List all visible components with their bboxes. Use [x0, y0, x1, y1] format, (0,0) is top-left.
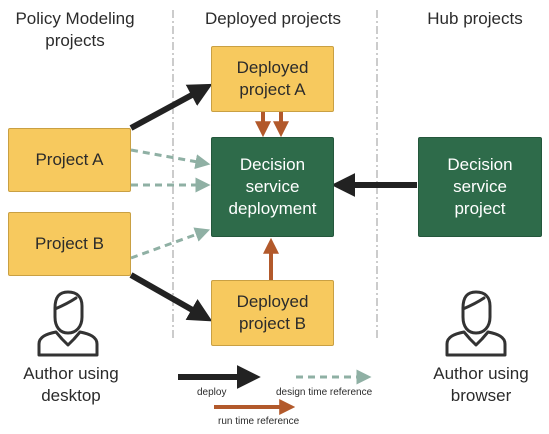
design-arrow-a-1	[130, 148, 211, 170]
author-browser-caption: Author using browser	[433, 364, 529, 405]
design-arrow-b	[130, 227, 211, 260]
person-icon-browser	[445, 290, 507, 357]
project-a-box: Project A	[8, 128, 131, 192]
deployed-project-a-box: Deployed project A	[211, 46, 334, 112]
decision-service-deployment-box: Decision service deployment	[211, 137, 334, 237]
column-title-policy-modeling: Policy Modeling projects	[15, 9, 135, 50]
project-a-label: Project A	[35, 150, 104, 169]
project-b-box: Project B	[8, 212, 131, 276]
legend-deploy-label: deploy	[197, 387, 227, 398]
person-icon-desktop	[37, 290, 99, 357]
column-title-deployed: Deployed projects	[204, 9, 342, 28]
legend-run-time-label: run time reference	[218, 416, 300, 427]
decision-service-deployment-label: Decision service deployment	[228, 155, 317, 218]
column-title-hub: Hub projects	[427, 9, 523, 28]
decision-service-project-box: Decision service project	[418, 137, 542, 237]
deployed-project-b-label: Deployed project B	[236, 292, 309, 333]
project-b-label: Project B	[35, 234, 104, 253]
author-desktop-caption: Author using desktop	[23, 364, 119, 405]
deploy-arrow-a	[129, 83, 213, 131]
deployed-project-a-label: Deployed project A	[236, 58, 309, 99]
deployed-project-b-box: Deployed project B	[211, 280, 334, 346]
deploy-arrow-b	[129, 272, 213, 322]
legend-design-time-label: design time reference	[276, 387, 373, 398]
decision-service-project-label: Decision service project	[447, 155, 513, 218]
